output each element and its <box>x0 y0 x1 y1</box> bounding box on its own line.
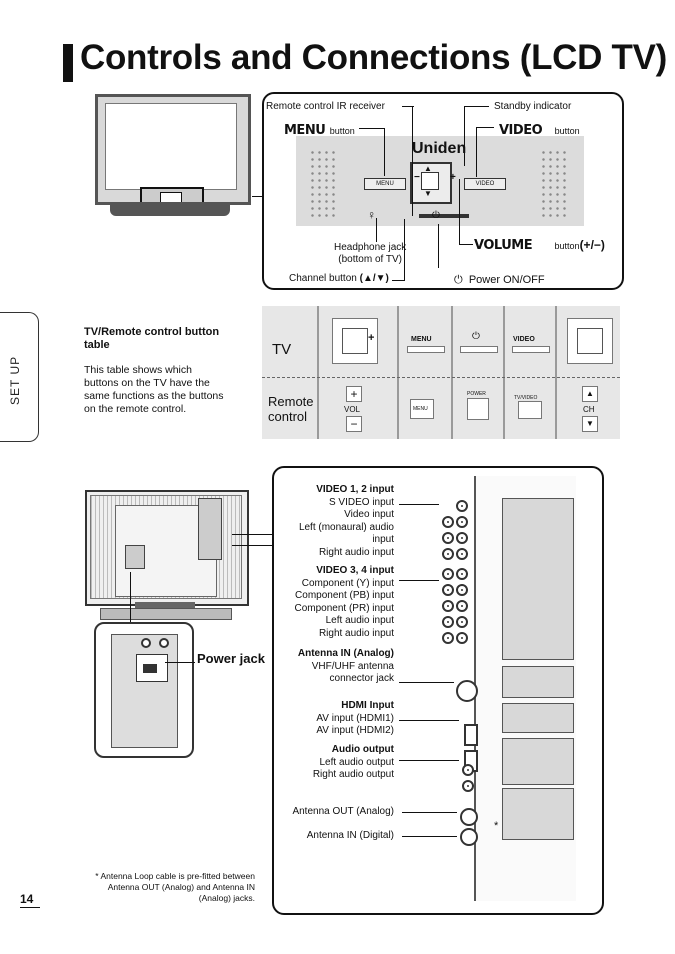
plus-icon: + <box>450 172 456 183</box>
button-table: TV Remote control + MENU ⏻ VIDEO + VOL −… <box>262 306 620 439</box>
section-tab: SET UP <box>0 312 39 442</box>
tv-menu-button[interactable] <box>407 346 445 353</box>
conn-antenna-analog: Antenna IN (Analog) VHF/UHF antenna conn… <box>297 648 394 684</box>
tv-dpad[interactable] <box>332 318 378 364</box>
row-label-remote: Remote control <box>268 394 314 424</box>
remote-vol-up[interactable]: + <box>346 386 362 402</box>
front-video-button[interactable]: VIDEO <box>464 178 506 190</box>
conn-audio-out: Audio output Left audio output Right aud… <box>312 744 394 780</box>
label-menu-button: MENU button <box>284 123 355 138</box>
minus-icon: − <box>414 172 420 183</box>
page-title: Controls and Connections (LCD TV) <box>80 38 668 77</box>
conn-antenna-digital: Antenna IN (Digital) <box>306 830 394 841</box>
remote-vol-down[interactable]: − <box>346 416 362 432</box>
table-intro: TV/Remote control button table This tabl… <box>84 326 254 416</box>
front-panel-callout: Uniden MENU VIDEO ▲ ▼ + − ♀ ⏻ Remote con… <box>262 92 624 290</box>
brand-logo: Uniden <box>412 140 467 157</box>
power-jack-inset <box>94 622 194 758</box>
conn-video34: VIDEO 3, 4 input Component (Y) input Com… <box>294 565 395 639</box>
label-power: ⏻ Power ON/OFF <box>454 274 545 286</box>
tv-channel-dpad[interactable] <box>567 318 613 364</box>
tv-video-label: VIDEO <box>513 336 535 343</box>
remote-ch-label: CH <box>583 405 595 414</box>
tv-front-illustration <box>90 92 255 222</box>
headphone-icon: ♀ <box>367 208 376 222</box>
down-arrow-icon: ▼ <box>424 189 432 198</box>
remote-tvvideo-button[interactable] <box>518 401 542 419</box>
remote-menu-button[interactable] <box>410 399 434 419</box>
conn-hdmi: HDMI Input AV input (HDMI1) AV input (HD… <box>316 700 394 736</box>
remote-tvvideo-label: TV/VIDEO <box>514 395 538 401</box>
power-icon: ⏻ <box>472 331 480 342</box>
power-icon: ⏻ <box>454 274 463 286</box>
row-label-tv: TV <box>272 341 292 358</box>
power-jack-label: Power jack <box>197 651 265 666</box>
remote-power-button[interactable] <box>467 398 489 420</box>
conn-antenna-out: Antenna OUT (Analog) <box>292 806 394 817</box>
power-icon: ⏻ <box>432 210 440 221</box>
asterisk-mark: * <box>494 820 499 832</box>
remote-menu-label: MENU <box>413 406 428 412</box>
title-bar-mark <box>63 44 73 82</box>
page-number: 14 <box>20 892 34 906</box>
label-video-button: VIDEO button <box>499 123 580 138</box>
connections-callout: VIDEO 1, 2 input S VIDEO input Video inp… <box>272 466 604 915</box>
conn-video12: VIDEO 1, 2 input S VIDEO input Video inp… <box>298 484 394 558</box>
label-channel: Channel button (▲/▼) <box>289 273 389 284</box>
plus-icon: + <box>368 332 375 344</box>
label-headphone: Headphone jack (bottom of TV) <box>334 242 407 265</box>
up-arrow-icon: ▲ <box>424 164 432 173</box>
table-title: TV/Remote control button <box>84 326 220 338</box>
tv-menu-label: MENU <box>411 336 432 343</box>
tv-back-illustration <box>80 490 250 625</box>
label-volume: VOLUME button(+/−) <box>474 238 605 253</box>
front-menu-button[interactable]: MENU <box>364 178 406 190</box>
tv-video-button[interactable] <box>512 346 550 353</box>
remote-vol-label: VOL <box>344 405 361 414</box>
label-standby: Standby indicator <box>494 101 572 112</box>
section-tab-label: SET UP <box>8 355 22 405</box>
label-remote-ir: Remote control IR receiver <box>266 101 385 112</box>
remote-power-label: POWER <box>467 391 486 397</box>
remote-ch-up[interactable]: ▲ <box>582 386 598 402</box>
footnote: * Antenna Loop cable is pre-fitted betwe… <box>95 871 255 903</box>
tv-power-button[interactable] <box>460 346 498 353</box>
remote-ch-down[interactable]: ▼ <box>582 416 598 432</box>
